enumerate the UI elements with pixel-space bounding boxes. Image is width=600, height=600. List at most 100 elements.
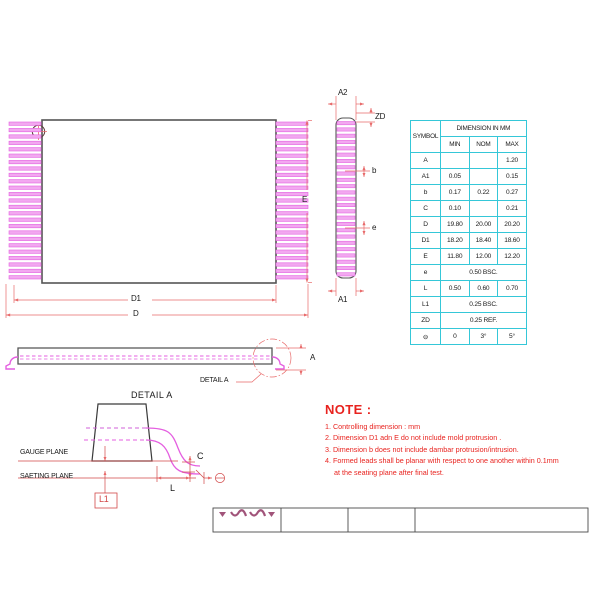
label-A: A bbox=[310, 353, 316, 362]
cell-min bbox=[440, 152, 470, 169]
label-L1: L1 bbox=[99, 494, 109, 504]
dimension-table: SYMBOL DIMENSION IN MM MIN NOM MAX A 1.20… bbox=[410, 120, 527, 345]
dimension-A1 bbox=[328, 278, 364, 296]
detail-a-leader bbox=[236, 373, 262, 383]
label-e: e bbox=[372, 223, 377, 232]
dimension-e bbox=[345, 221, 370, 235]
cell-nom bbox=[468, 200, 499, 217]
cell-span-value: 0.25 BSC. bbox=[440, 296, 527, 313]
cell-nom: 3° bbox=[468, 328, 499, 345]
cell-nom: 0.60 bbox=[468, 280, 499, 297]
cell-max: 0.15 bbox=[497, 168, 527, 185]
cell-min: 0.17 bbox=[440, 184, 470, 201]
detail-lead-inner bbox=[145, 439, 201, 475]
note-item: 4. Formed leads shall be planar with res… bbox=[325, 456, 559, 466]
th-nom: NOM bbox=[468, 136, 499, 153]
table-header-row-1: SYMBOL DIMENSION IN MM bbox=[410, 120, 527, 153]
detail-a-title: DETAIL A bbox=[131, 390, 173, 400]
label-A1: A1 bbox=[338, 295, 348, 304]
detail-body-outline bbox=[91, 403, 153, 462]
dimension-D bbox=[5, 284, 309, 318]
label-seating-plane: SAETING PLANE bbox=[20, 473, 74, 480]
front-view-graphic bbox=[5, 338, 306, 383]
cell-nom: 0.22 bbox=[468, 184, 499, 201]
left-lead-bank bbox=[8, 121, 42, 280]
L1-callout-box bbox=[94, 492, 118, 509]
cell-symbol: E bbox=[410, 248, 441, 265]
cell-max: 0.70 bbox=[497, 280, 527, 297]
cell-span-value: 0.25 REF. bbox=[440, 312, 527, 329]
label-ZD: ZD bbox=[375, 112, 386, 121]
label-D1: D1 bbox=[131, 294, 141, 303]
th-min: MIN bbox=[440, 136, 470, 153]
th-dimension-span: DIMENSION IN MM bbox=[440, 120, 527, 137]
cell-max: 0.27 bbox=[497, 184, 527, 201]
label-C: C bbox=[197, 451, 204, 461]
cell-nom: 12.00 bbox=[468, 248, 499, 265]
cell-min: 0.10 bbox=[440, 200, 470, 217]
label-E: E bbox=[302, 195, 308, 204]
cell-span-value: 0.50 BSC. bbox=[440, 264, 527, 281]
cell-symbol: D bbox=[410, 216, 441, 233]
cell-max: 12.20 bbox=[497, 248, 527, 265]
detail-lead-outer bbox=[145, 427, 201, 467]
th-max: MAX bbox=[497, 136, 527, 153]
cell-symbol: C bbox=[410, 200, 441, 217]
table-row: A 1.20 bbox=[410, 152, 527, 169]
dimension-b bbox=[345, 166, 370, 177]
detail-a-circle bbox=[252, 338, 292, 378]
note-item: 3. Dimension b does not include dambar p… bbox=[325, 444, 519, 454]
cell-max: 1.20 bbox=[497, 152, 527, 169]
label-detail-a-callout: DETAIL A bbox=[200, 377, 229, 384]
cell-symbol: ⊖ bbox=[410, 328, 441, 345]
cell-max: 20.20 bbox=[497, 216, 527, 233]
cell-nom: 20.00 bbox=[468, 216, 499, 233]
cell-symbol: A bbox=[410, 152, 441, 169]
package-body-outline bbox=[41, 119, 277, 284]
note-item: 1. Controlling dimension : mm bbox=[325, 422, 421, 431]
side-view-graphic bbox=[328, 96, 375, 296]
cell-min: 0.50 bbox=[440, 280, 470, 297]
notes-list: 1. Controlling dimension : mm 2. Dimensio… bbox=[325, 421, 597, 467]
cell-symbol: A1 bbox=[410, 168, 441, 185]
front-right-lead bbox=[271, 356, 285, 370]
cell-nom bbox=[468, 152, 499, 169]
cell-symbol: ZD bbox=[410, 312, 441, 329]
cell-max: 5° bbox=[497, 328, 527, 345]
cell-symbol: L bbox=[410, 280, 441, 297]
detail-a-graphic bbox=[18, 403, 225, 509]
cell-min: 19.80 bbox=[440, 216, 470, 233]
dimension-D1 bbox=[13, 285, 277, 303]
cell-symbol: L1 bbox=[410, 296, 441, 313]
cell-min: 0 bbox=[440, 328, 470, 345]
front-left-lead bbox=[5, 356, 19, 370]
note-item: 2. Dimension D1 adn E do not include mol… bbox=[325, 433, 502, 443]
cell-symbol: D1 bbox=[410, 232, 441, 249]
top-view-graphic bbox=[5, 119, 312, 318]
right-lead-bank bbox=[275, 121, 309, 280]
dimension-table-container: SYMBOL DIMENSION IN MM MIN NOM MAX A 1.20… bbox=[410, 120, 527, 345]
cell-nom bbox=[468, 168, 499, 185]
dimension-C bbox=[182, 456, 195, 478]
cell-min: 18.20 bbox=[440, 232, 470, 249]
dimension-A2 bbox=[328, 96, 364, 120]
bottom-title-block bbox=[212, 507, 589, 533]
cell-max: 18.60 bbox=[497, 232, 527, 249]
cell-max: 0.21 bbox=[497, 200, 527, 217]
angle-theta-marker bbox=[195, 469, 225, 484]
label-A2: A2 bbox=[338, 88, 348, 97]
label-gauge-plane: GAUGE PLANE bbox=[20, 449, 68, 456]
th-symbol: SYMBOL bbox=[410, 120, 441, 153]
dimension-E bbox=[305, 120, 312, 283]
label-b: b bbox=[372, 166, 377, 175]
